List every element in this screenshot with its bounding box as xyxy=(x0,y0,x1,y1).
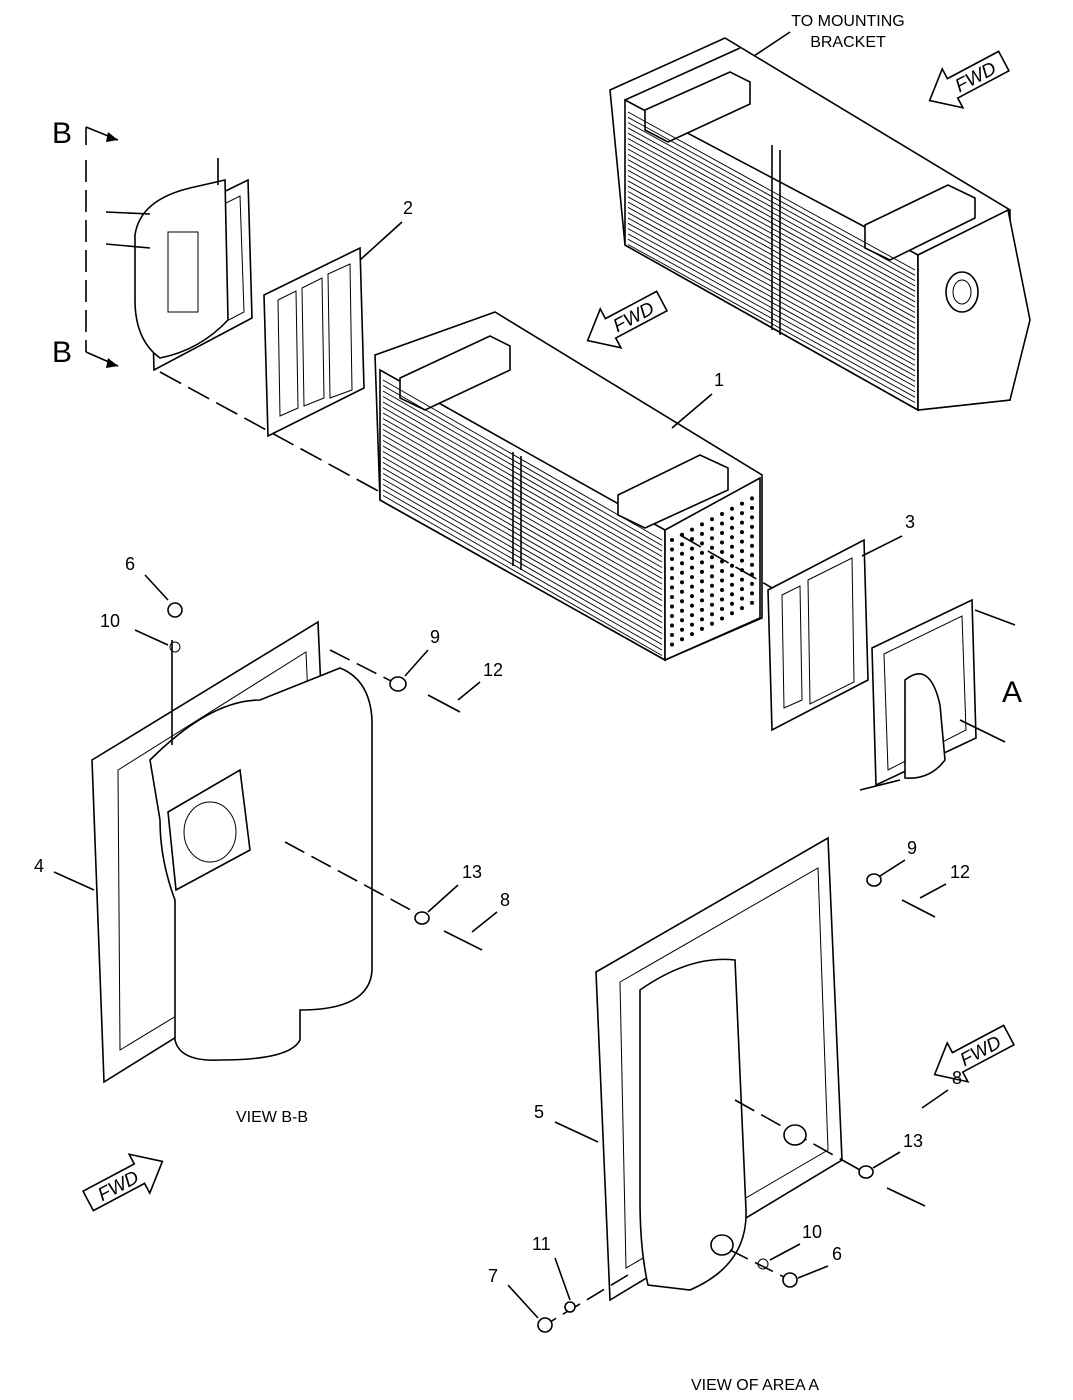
leader-4 xyxy=(53,871,95,891)
callout-10-area-a: 10 xyxy=(802,1222,822,1242)
leader-9-area-a xyxy=(879,859,906,877)
leader-5 xyxy=(554,1121,599,1143)
leader-1 xyxy=(671,393,713,429)
callout-4: 4 xyxy=(34,856,44,876)
fwd-arrow-right: FWD xyxy=(933,1024,1016,1083)
leader-2 xyxy=(359,221,403,261)
callout-12-area-a: 12 xyxy=(950,862,970,882)
end-cover-area-a xyxy=(859,598,1016,791)
callout-5: 5 xyxy=(534,1102,544,1122)
fwd-arrow-mid: FWD xyxy=(586,290,669,349)
leader-10-area-a xyxy=(769,1243,801,1261)
gasket-3 xyxy=(767,538,869,732)
view-area-a-detail xyxy=(537,836,936,1333)
callout-9-view-bb: 9 xyxy=(430,627,440,647)
note-mounting-line1: TO MOUNTING xyxy=(791,13,904,30)
fwd-arrow-top-right: FWD xyxy=(928,50,1011,109)
leader-12-area-a xyxy=(919,883,947,899)
leader-7 xyxy=(507,1284,539,1319)
leader-12-view-bb xyxy=(457,681,481,701)
callout-3: 3 xyxy=(905,512,915,532)
leader-10-view-bb xyxy=(134,629,169,646)
fwd-arrow-bottom-left: FWD xyxy=(81,1153,164,1212)
caption-view-area-a: VIEW OF AREA A xyxy=(691,1377,819,1394)
leader-3 xyxy=(861,535,903,557)
callout-8-area-a: 8 xyxy=(952,1068,962,1088)
aftercooler-assembled xyxy=(609,37,1031,412)
leader-8-view-bb xyxy=(471,911,498,933)
section-letter-b-bottom: B xyxy=(52,336,72,369)
callout-11: 11 xyxy=(532,1234,551,1254)
callout-9-area-a: 9 xyxy=(907,838,917,858)
leader-6-view-bb xyxy=(144,574,169,601)
aftercooler-core-1 xyxy=(374,311,763,662)
callout-13-area-a: 13 xyxy=(903,1131,923,1151)
callout-13-view-bb: 13 xyxy=(462,862,482,882)
section-marker-b: B B xyxy=(52,117,119,369)
callout-1: 1 xyxy=(714,370,724,390)
callout-7: 7 xyxy=(488,1266,498,1286)
leader-11 xyxy=(554,1257,571,1301)
section-letter-b-top: B xyxy=(52,117,72,150)
callout-2: 2 xyxy=(403,198,413,218)
caption-view-bb: VIEW B-B xyxy=(236,1109,308,1126)
leader-13-view-bb xyxy=(427,884,459,913)
end-cover-upper-left xyxy=(105,158,253,372)
leader-9-view-bb xyxy=(404,649,429,677)
callout-12-view-bb: 12 xyxy=(483,660,503,680)
leader-6-area-a xyxy=(797,1265,829,1279)
gasket-2 xyxy=(263,246,365,438)
section-letter-a: A xyxy=(1002,676,1022,709)
callout-10-view-bb: 10 xyxy=(100,611,120,631)
leader-8-area-a xyxy=(921,1089,949,1109)
callout-6-area-a: 6 xyxy=(832,1244,842,1264)
callout-6-view-bb: 6 xyxy=(125,554,135,574)
view-bb-detail xyxy=(91,602,483,1084)
callout-8-view-bb: 8 xyxy=(500,890,510,910)
leader-13-area-a xyxy=(872,1151,901,1169)
note-mounting-line2: BRACKET xyxy=(810,34,886,51)
